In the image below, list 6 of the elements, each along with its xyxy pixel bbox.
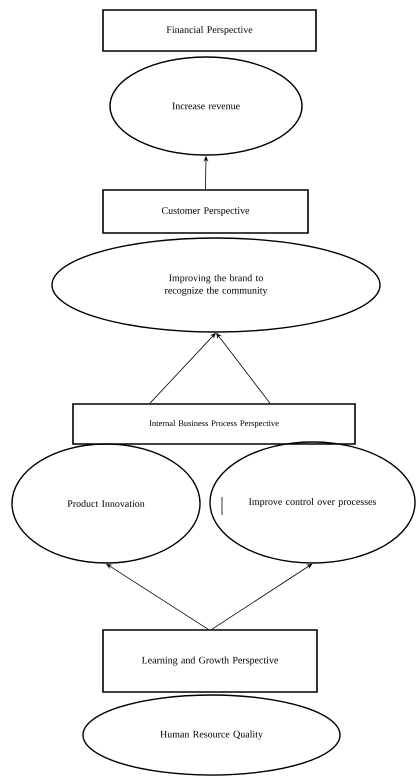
arrow bbox=[106, 564, 208, 630]
perspective-box: Internal Business Process Perspective bbox=[72, 403, 356, 445]
perspective-box: Customer Perspective bbox=[102, 189, 309, 234]
perspective-box: Learning and Growth Perspective bbox=[102, 629, 318, 693]
arrow bbox=[212, 564, 312, 630]
perspective-box: Financial Perspective bbox=[102, 9, 317, 52]
